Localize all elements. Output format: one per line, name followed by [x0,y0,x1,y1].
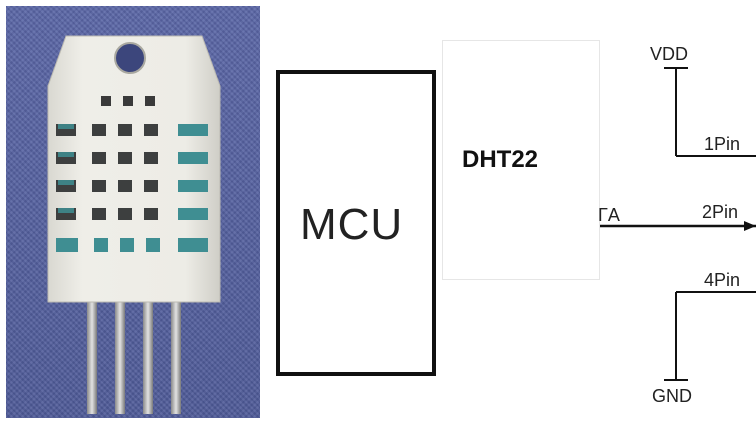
dht22-sensor-module-icon [47,35,221,414]
vent-grid [56,124,208,252]
sensor-body [47,35,221,303]
mounting-hole [114,42,146,74]
pin4-label: 4Pin [704,270,741,290]
mcu-block [276,70,436,376]
gnd-label: GND [652,386,692,406]
data-label-fragment: ΓA [598,205,620,225]
sensor-block [442,40,600,280]
top-vents [101,96,155,106]
pin1-label: 1Pin [704,134,741,154]
data-arrow-icon [744,221,756,231]
sensor-label: DHT22 [462,146,539,173]
pin2-label: 2Pin [702,202,739,222]
mcu-label: MCU [300,200,404,249]
sensor-legs [87,298,181,414]
sensor-photo [6,6,260,418]
vdd-label: VDD [650,44,689,64]
